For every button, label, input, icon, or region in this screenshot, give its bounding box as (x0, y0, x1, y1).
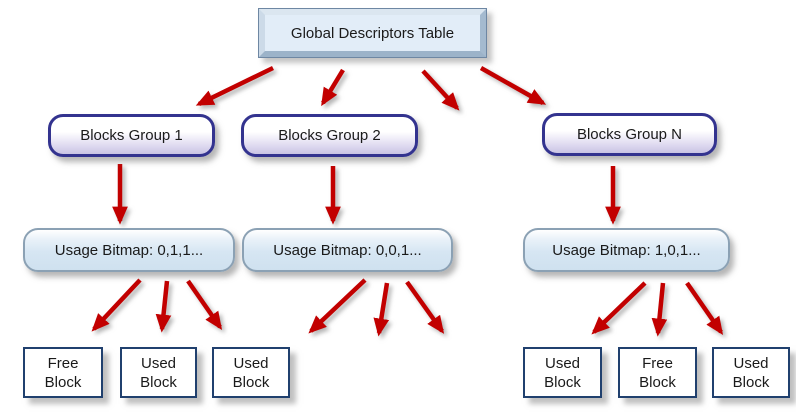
node-usage-bitmap-3: Usage Bitmap: 1,0,1... (523, 228, 730, 272)
node-blocks-group-2: Blocks Group 2 (241, 114, 418, 157)
arrow-root-to-group1 (195, 65, 274, 107)
node-blocks-group-1: Blocks Group 1 (48, 114, 215, 157)
node-used-block-4: Used Block (712, 347, 790, 398)
node-blocks-group-n: Blocks Group N (542, 113, 717, 156)
arrow-bitmap3-to-block5 (651, 282, 668, 337)
arrow-root-to-ellipsis (421, 69, 460, 111)
arrow-bitmap1-to-block1 (91, 278, 142, 332)
node-free-block-1: Free Block (23, 347, 103, 398)
arrow-bitmap1-to-block2 (155, 280, 172, 333)
arrow-bitmap3-to-block4 (591, 281, 647, 335)
node-usage-bitmap-2: Usage Bitmap: 0,0,1... (242, 228, 453, 272)
node-usage-bitmap-1: Usage Bitmap: 0,1,1... (23, 228, 235, 272)
node-global-descriptors-table-label: Global Descriptors Table (259, 9, 486, 57)
arrow-bitmap1-to-block3 (186, 279, 223, 330)
arrow-bitmap3-to-block6 (685, 281, 724, 335)
arrow-bitmap2-fan-middle (373, 282, 390, 337)
node-global-descriptors-table: Global Descriptors Table (258, 8, 487, 58)
arrow-bitmap2-fan-right (405, 280, 445, 334)
node-used-block-2: Used Block (212, 347, 290, 398)
arrow-root-to-groupN (479, 66, 547, 105)
node-used-block-3: Used Block (523, 347, 602, 398)
node-used-block-1: Used Block (120, 347, 197, 398)
node-free-block-2: Free Block (618, 347, 697, 398)
arrow-bitmap2-fan-left (308, 278, 367, 334)
arrow-root-to-group2 (321, 68, 345, 107)
